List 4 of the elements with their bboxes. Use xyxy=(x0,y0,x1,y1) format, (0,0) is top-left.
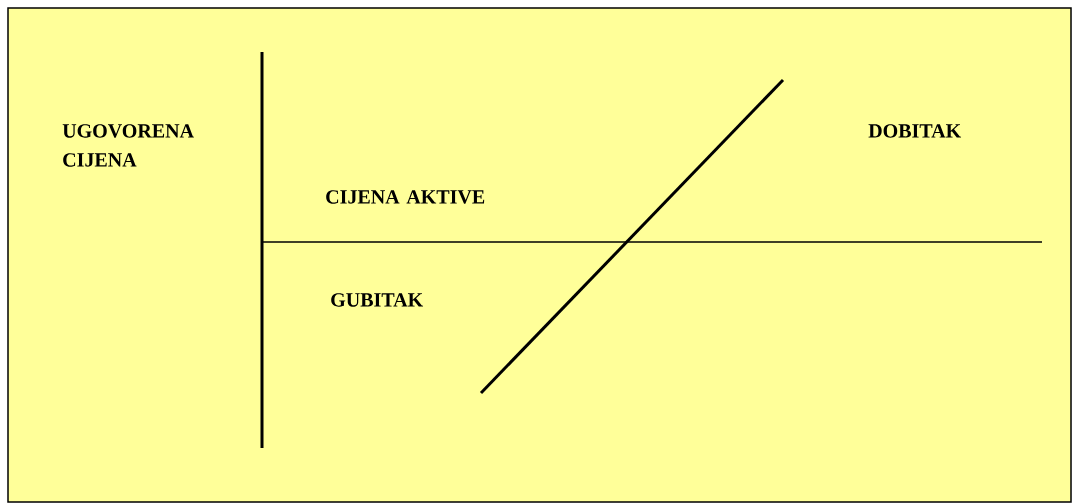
axis-label: GUBITAK xyxy=(331,293,424,307)
axis-label: CIJENA AKTIVE xyxy=(326,190,485,204)
axis-label: UGOVORENA CIJENA xyxy=(62,124,194,167)
axis-label: DOBITAK xyxy=(868,124,962,138)
